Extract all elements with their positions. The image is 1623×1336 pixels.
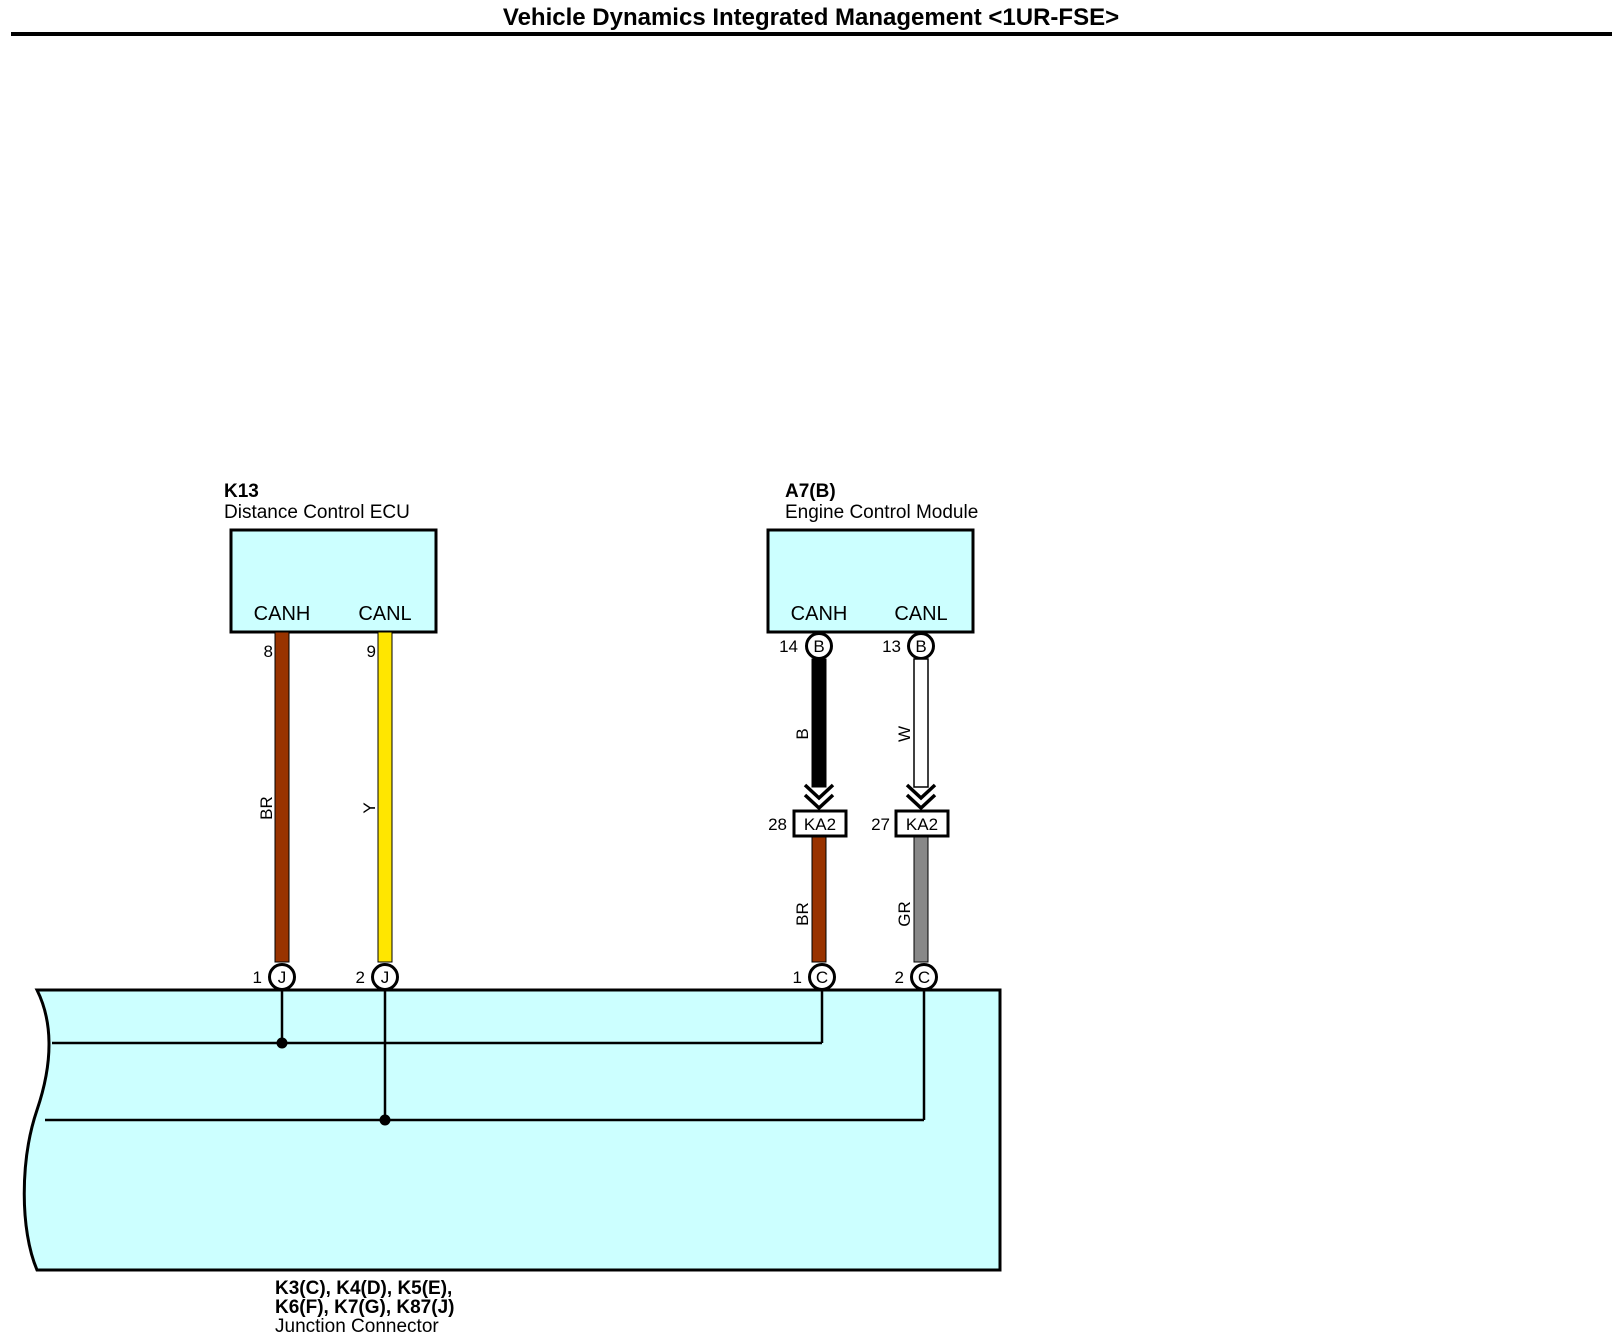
junction-pin-j2: J 2 bbox=[356, 963, 399, 991]
a7-component: A7(B) Engine Control Module CANH CANL 14… bbox=[766, 481, 978, 660]
wire-a7-canl-upper-color: W bbox=[895, 726, 914, 742]
a7-name: Engine Control Module bbox=[785, 502, 978, 523]
wire-a7-canh-lower bbox=[811, 836, 827, 963]
a7-canh-label: CANH bbox=[791, 603, 848, 625]
canh-chevron-icon-lower bbox=[803, 793, 835, 811]
junction-codes-line1: K3(C), K4(D), K5(E), bbox=[275, 1278, 452, 1299]
wire-a7-canh-upper-color: B bbox=[793, 728, 812, 739]
junction-pin-c2-number: 2 bbox=[895, 968, 904, 987]
junction-pin-j2-marker bbox=[371, 963, 399, 991]
ka2-canl-box bbox=[894, 809, 950, 838]
ka2-canh-box bbox=[792, 809, 848, 838]
k13-box bbox=[229, 528, 438, 634]
junction-pin-c1: C 1 bbox=[793, 963, 836, 991]
a7-canl-label: CANL bbox=[894, 603, 947, 625]
canl-chevron-icon bbox=[905, 783, 937, 801]
junction-pin-j1-marker bbox=[268, 963, 296, 991]
wire-a7-canl-lower-color: GR bbox=[895, 901, 914, 927]
wire-k13-canl-color: Y bbox=[360, 802, 379, 813]
k13-component: K13 Distance Control ECU CANH CANL 8 9 bbox=[224, 481, 438, 661]
ka2-canh-label: KA2 bbox=[804, 815, 836, 834]
junction-pin-j1: J 1 bbox=[253, 963, 296, 991]
k13-name: Distance Control ECU bbox=[224, 502, 410, 523]
a7-pin-canh: 14 bbox=[779, 637, 798, 656]
wire-k13-canl bbox=[377, 631, 393, 963]
k13-pin-canh: 8 bbox=[264, 642, 273, 661]
junction-pin-c2: C 2 bbox=[895, 963, 938, 991]
a7-pin-canl: 13 bbox=[882, 637, 901, 656]
junction-pin-c2-letter: C bbox=[918, 968, 930, 987]
canh-chevron-icon bbox=[803, 783, 835, 801]
wire-a7-canh-lower-color: BR bbox=[793, 902, 812, 926]
junction-pin-j2-letter: J bbox=[381, 968, 390, 987]
ka2-canl-pin: 27 bbox=[871, 815, 890, 834]
junction-codes-line2: K6(F), K7(G), K87(J) bbox=[275, 1297, 454, 1318]
junction-pin-j2-number: 2 bbox=[356, 968, 365, 987]
junction-canl-splice-dot bbox=[379, 1114, 391, 1126]
ka2-canh-pin: 28 bbox=[768, 815, 787, 834]
k13-code: K13 bbox=[224, 481, 259, 502]
junction-pin-c2-marker bbox=[910, 963, 938, 991]
ka2-canl-label: KA2 bbox=[906, 815, 938, 834]
junction-pin-j1-letter: J bbox=[278, 968, 287, 987]
a7-box bbox=[766, 528, 975, 634]
junction-name: Junction Connector bbox=[275, 1316, 439, 1336]
wire-k13-canh bbox=[274, 631, 290, 963]
k13-pin-canl: 9 bbox=[367, 642, 376, 661]
wire-a7-canh-upper bbox=[811, 658, 827, 788]
canl-chevron-icon-lower bbox=[905, 793, 937, 811]
wire-k13-canh-color: BR bbox=[257, 796, 276, 820]
wire-a7-canl-lower bbox=[913, 836, 929, 963]
k13-canl-label: CANL bbox=[358, 603, 411, 625]
a7-canh-connector-letter: B bbox=[813, 637, 824, 656]
a7-canl-connector-letter: B bbox=[915, 637, 926, 656]
junction-canh-splice-dot bbox=[276, 1037, 288, 1049]
junction-pin-j1-number: 1 bbox=[253, 968, 262, 987]
junction-pin-c1-marker bbox=[808, 963, 836, 991]
k13-canh-label: CANH bbox=[254, 603, 311, 625]
junction-pin-c1-letter: C bbox=[816, 968, 828, 987]
junction-connector-box bbox=[22, 988, 1002, 1272]
junction-pin-c1-number: 1 bbox=[793, 968, 802, 987]
page-title: Vehicle Dynamics Integrated Management <… bbox=[503, 4, 1119, 31]
a7-code: A7(B) bbox=[785, 481, 836, 502]
wire-a7-canl-upper bbox=[913, 658, 929, 788]
